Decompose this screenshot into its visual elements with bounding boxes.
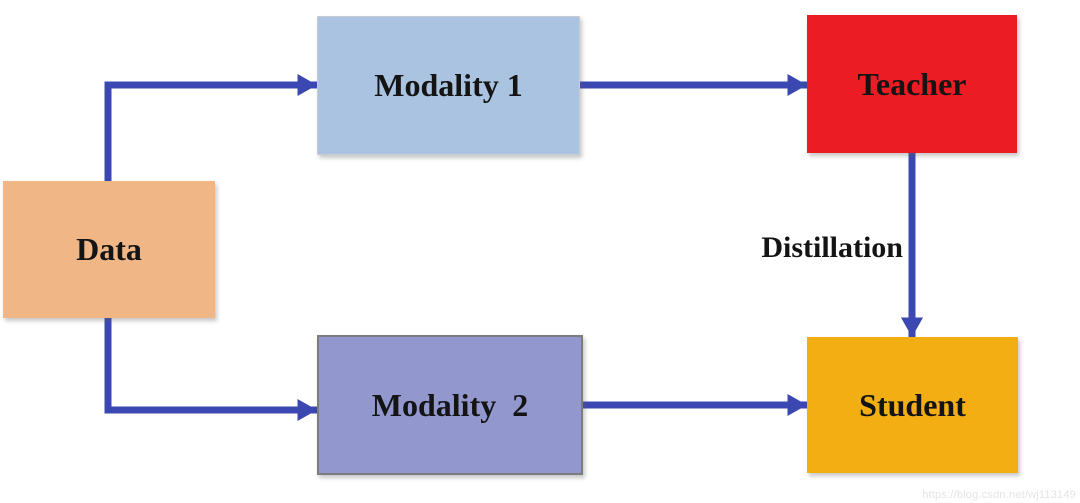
node-teacher-label: Teacher <box>857 65 967 102</box>
node-data: Data <box>3 181 215 318</box>
node-modality1: Modality 1 <box>317 16 580 155</box>
node-data-label: Data <box>76 231 142 267</box>
node-student: Student <box>807 337 1018 473</box>
arrow-data-to-modality2-icon <box>104 318 317 422</box>
node-teacher: Teacher <box>807 15 1017 153</box>
watermark: https://blog.csdn.net/wj113149 <box>922 489 1076 501</box>
distillation-edge-label: Distillation <box>761 231 903 264</box>
arrow-data-to-modality1-icon <box>104 73 317 181</box>
node-modality2-label: Modality 2 <box>371 386 529 423</box>
node-student-label: Student <box>859 386 966 423</box>
node-modality1-label: Modality 1 <box>374 67 523 103</box>
node-modality2: Modality 2 <box>317 335 583 475</box>
